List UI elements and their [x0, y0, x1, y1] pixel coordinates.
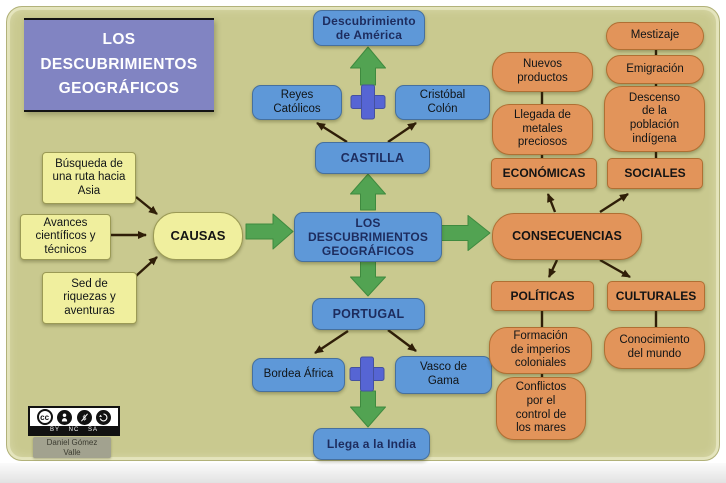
plus-icon-castilla-branch	[350, 84, 386, 120]
arrow-portugal-to-vasco	[387, 329, 417, 352]
arrow-castilla-to-reyes	[316, 121, 348, 144]
cc-license-labels: BY NC SA	[30, 426, 118, 434]
node-sociales: SOCIALES	[607, 158, 703, 189]
node-center-descubrimientos: LOS DESCUBRIMIENTOS GEOGRÁFICOS	[294, 212, 442, 262]
node-cristobal-colon: Cristóbal Colón	[395, 85, 490, 120]
green-arrows	[245, 46, 491, 428]
cc-by-person-icon	[57, 409, 73, 425]
green-arrow-center-to-consecuencias	[440, 215, 491, 251]
arrow-consecuencias-to-sociales	[599, 192, 629, 214]
node-busqueda-ruta: Búsqueda de una ruta hacia Asia	[42, 152, 136, 204]
node-vasco-de-gama: Vasco de Gama	[395, 356, 492, 394]
plus-icon-portugal-branch	[349, 356, 385, 392]
node-culturales: CULTURALES	[607, 281, 705, 311]
node-castilla: CASTILLA	[315, 142, 430, 174]
arrow-portugal-to-bordea	[314, 330, 349, 354]
node-llega-india: Llega a la India	[313, 428, 430, 460]
green-arrow-center-to-portugal	[350, 260, 386, 297]
plus-signs	[349, 84, 386, 392]
node-consecuencias: CONSECUENCIAS	[492, 213, 642, 260]
node-sed-riquezas: Sed de riquezas y aventuras	[42, 272, 137, 324]
arrow-busqueda-to-causas	[135, 196, 158, 215]
node-mestizaje: Mestizaje	[606, 22, 704, 50]
green-arrow-causas-to-center	[245, 213, 294, 250]
node-reyes-catolicos: Reyes Católicos	[252, 85, 342, 120]
node-nuevos-productos: Nuevos productos	[492, 52, 593, 92]
cc-sa-arrow-icon	[96, 409, 112, 425]
arrow-consecuencias-to-economicas	[546, 193, 557, 213]
green-arrow-center-to-castilla	[350, 173, 386, 211]
arrow-castilla-to-colon	[387, 122, 417, 143]
node-bordea-africa: Bordea África	[252, 358, 345, 392]
green-arrow-plus-to-descubrimiento	[350, 46, 386, 86]
cc-nc-dollar-icon: $	[76, 409, 92, 425]
node-avances: Avances científicos y técnicos	[20, 214, 111, 260]
node-politicas: POLÍTICAS	[491, 281, 594, 311]
node-conocimiento-mundo: Conocimiento del mundo	[604, 327, 705, 369]
cc-logo-icon: cc	[36, 409, 53, 425]
cc-license-badge: cc $ BY NC SA	[28, 406, 120, 436]
author-nameplate: Daniel Gómez Valle	[33, 437, 111, 458]
node-economicas: ECONÓMICAS	[491, 158, 597, 189]
node-descubrimiento-america: Descubrimiento de América	[313, 10, 425, 46]
cc-icons-row: cc $	[30, 408, 118, 426]
node-formacion-imperios: Formación de imperios coloniales	[489, 327, 592, 374]
green-arrow-plus-to-india	[350, 390, 386, 428]
node-conflictos-mares: Conflictos por el control de los mares	[496, 377, 586, 440]
node-llegada-metales: Llegada de metales preciosos	[492, 104, 593, 155]
bottom-strip	[0, 463, 726, 483]
node-portugal: PORTUGAL	[312, 298, 425, 330]
node-emigracion: Emigración	[606, 55, 704, 84]
node-causas: CAUSAS	[153, 212, 243, 260]
arrow-consecuencias-to-politicas	[547, 259, 559, 278]
arrow-consecuencias-to-culturales	[599, 258, 631, 279]
arrow-sed-to-causas	[135, 256, 158, 277]
diagram-title: LOS DESCUBRIMIENTOS GEOGRÁFICOS	[24, 18, 214, 112]
node-descenso-poblacion: Descenso de la población indígena	[604, 86, 705, 152]
